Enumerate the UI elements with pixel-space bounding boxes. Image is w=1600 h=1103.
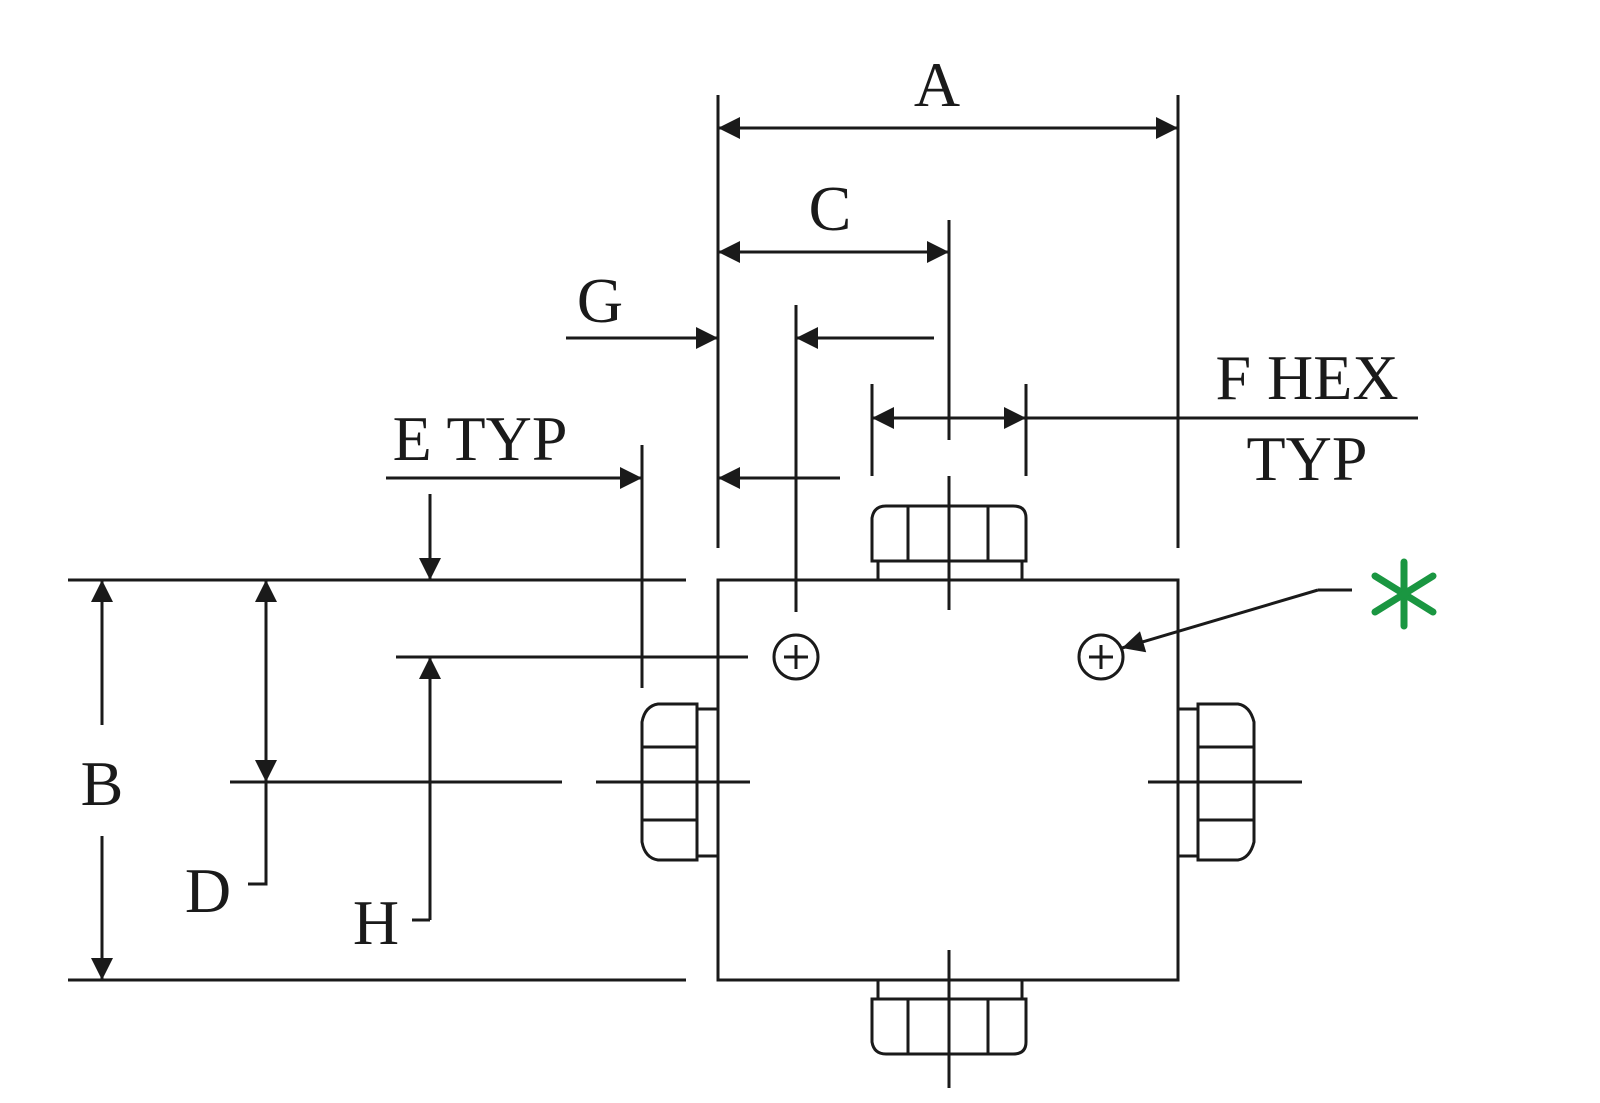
dimension-f-hex: F HEX TYP xyxy=(872,342,1418,494)
dimension-e-label: E TYP xyxy=(393,403,568,474)
dimension-d: D xyxy=(185,580,277,926)
dimension-c-label: C xyxy=(809,173,852,244)
note-leader xyxy=(1121,588,1352,653)
dimension-g-label: G xyxy=(577,265,623,336)
note-asterisk-icon xyxy=(1371,558,1437,630)
manifold-block xyxy=(716,578,1180,982)
dimension-f-label: F HEX xyxy=(1215,342,1398,413)
bottom-port-fitting xyxy=(870,950,1028,1088)
left-port-fitting xyxy=(596,702,750,862)
right-port-fitting xyxy=(1148,702,1302,862)
mounting-hole-left xyxy=(772,633,820,681)
dimension-b-label: B xyxy=(81,748,124,819)
dimension-h: H xyxy=(353,657,441,958)
dimension-f-typ-label: TYP xyxy=(1247,423,1368,494)
dimension-h-label: H xyxy=(353,887,399,958)
dimension-a: A xyxy=(718,49,1178,139)
dimension-g: G xyxy=(566,265,934,349)
dimension-a-label: A xyxy=(914,49,960,120)
dimension-c: C xyxy=(718,173,949,263)
dimension-e-typ: E TYP xyxy=(386,403,840,580)
dimension-d-label: D xyxy=(185,855,231,926)
top-port-fitting xyxy=(870,476,1028,610)
dimension-b: B xyxy=(81,580,124,980)
mounting-hole-right xyxy=(1077,633,1125,681)
